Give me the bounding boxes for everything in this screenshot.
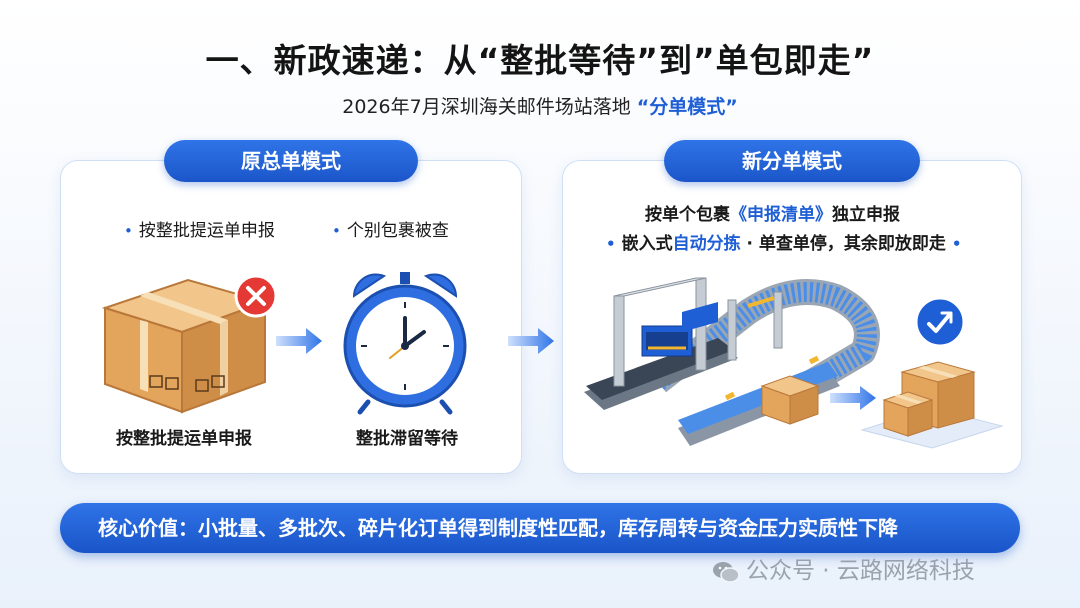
new-mode-line-1-highlight: 《申报清单》 bbox=[730, 205, 832, 225]
page-title: 一、新政速递：从“整批等待”到”单包即走” bbox=[205, 41, 875, 80]
new-mode-line-1-pre: 按单个包裹 bbox=[645, 205, 730, 225]
subtitle-highlight: “分单模式” bbox=[636, 96, 738, 118]
cardboard-box-icon bbox=[101, 278, 269, 414]
new-mode-line-2: •嵌入式自动分拣 · 单查单停，其余即放即走• bbox=[606, 234, 962, 254]
subtitle-text: 2026年7月深圳海关邮件场站落地 bbox=[342, 96, 631, 118]
old-mode-caption-2: 整批滞留等待 bbox=[356, 429, 458, 449]
reject-x-icon bbox=[234, 274, 278, 318]
new-mode-header: 新分单模式 bbox=[664, 140, 920, 182]
new-mode-line-2-post: · 单查单停，其余即放即走 bbox=[740, 234, 946, 254]
old-mode-bullet-2: •个别包裹被查 bbox=[332, 221, 449, 241]
new-mode-line-2-highlight: 自动分拣 bbox=[672, 234, 741, 254]
watermark-text: 公众号 · 云路网络科技 bbox=[746, 558, 975, 584]
new-mode-line-1: 按单个包裹《申报清单》独立申报 bbox=[645, 200, 900, 225]
core-value-banner: 核心价值：小批量、多批次、碎片化订单得到制度性匹配，库存周转与资金压力实质性下降 bbox=[60, 503, 1020, 553]
check-arrow-icon bbox=[914, 296, 966, 348]
old-mode-header: 原总单模式 bbox=[164, 140, 418, 182]
old-mode-caption-1: 按整批提运单申报 bbox=[116, 429, 252, 449]
page-subtitle: 2026年7月深圳海关邮件场站落地 “分单模式” bbox=[0, 92, 1080, 119]
alarm-clock-icon bbox=[343, 272, 467, 415]
conveyor-scanner-icon bbox=[584, 277, 880, 446]
wechat-icon bbox=[713, 561, 740, 583]
arrow-right-icon bbox=[830, 386, 876, 410]
arrow-right-icon bbox=[276, 328, 322, 354]
old-mode-bullet-1-text: 按整批提运单申报 bbox=[138, 221, 275, 241]
old-mode-bullet-1: •按整批提运单申报 bbox=[124, 221, 275, 241]
package-stack-icon bbox=[860, 361, 1004, 449]
watermark: 公众号 · 云路网络科技 bbox=[712, 551, 975, 585]
arrow-right-icon bbox=[508, 328, 554, 354]
new-mode-line-2-pre: 嵌入式 bbox=[621, 234, 673, 254]
new-mode-line-1-post: 独立申报 bbox=[832, 205, 900, 225]
old-mode-bullet-2-text: 个别包裹被查 bbox=[346, 221, 449, 241]
